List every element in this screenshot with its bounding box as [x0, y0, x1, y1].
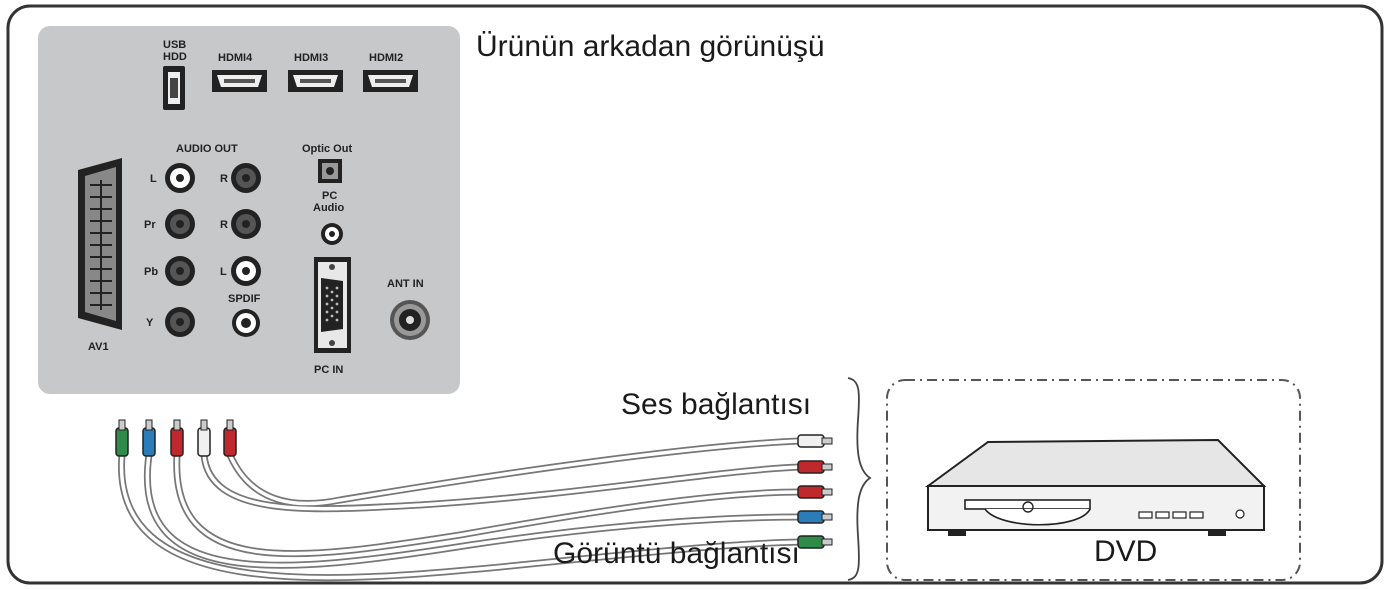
rca-r2-label: R	[220, 219, 228, 231]
hdmi3-port	[288, 70, 343, 92]
optic-out-label: Optic Out	[302, 143, 352, 155]
diagram-title: Ürünün arkadan görünüşü	[476, 30, 825, 63]
pc-audio-label: PC	[322, 190, 337, 202]
rca-y-label: Y	[146, 317, 154, 329]
rca-pb-label: Pb	[144, 266, 158, 278]
spdif-jack	[232, 309, 260, 337]
pc-audio-label-2: Audio	[313, 202, 344, 214]
right-plug-white	[797, 434, 833, 448]
left-plug-blue	[142, 419, 156, 457]
right-plug-blue	[797, 510, 833, 524]
hdmi4-label: HDMI4	[218, 52, 253, 64]
right-plug-green	[797, 535, 833, 549]
right-plug-red	[797, 485, 833, 499]
usb-label: USB	[163, 39, 186, 51]
rca-l-jack	[165, 163, 195, 193]
rca-pr-label: Pr	[144, 219, 156, 231]
hdmi4-port	[212, 70, 267, 92]
rca-l-label: L	[150, 173, 157, 185]
pc-in-label: PC IN	[314, 364, 343, 376]
usb-port	[163, 66, 185, 110]
rca-r-label: R	[220, 173, 228, 185]
left-plug-red-audio	[223, 419, 237, 457]
ant-in-jack	[390, 300, 430, 340]
right-plug-red-audio	[797, 460, 833, 474]
rca-r-jack	[231, 163, 261, 193]
rca-pb-jack	[165, 256, 195, 286]
left-plug-green	[115, 419, 129, 457]
video-connection-label: Görüntü bağlantısı	[553, 537, 800, 570]
rca-l2-label: L	[220, 266, 227, 278]
left-plug-red	[170, 419, 184, 457]
ant-in-label: ANT IN	[387, 278, 424, 290]
rca-r2-jack	[231, 209, 261, 239]
av1-label: AV1	[88, 341, 109, 353]
hdmi3-label: HDMI3	[294, 52, 328, 64]
dvd-box	[886, 379, 1301, 581]
brace-icon	[847, 377, 872, 581]
hdmi2-label: HDMI2	[369, 52, 403, 64]
left-plug-white	[197, 419, 211, 457]
scart-connector	[78, 158, 122, 330]
hdmi2-port	[363, 70, 418, 92]
tv-back-panel: USB HDD HDMI4 HDMI3 HDMI2 AUDIO OUT	[38, 26, 460, 394]
rca-pr-jack	[165, 209, 195, 239]
rca-l2-jack	[231, 256, 261, 286]
rca-y-jack	[165, 307, 195, 337]
dvd-player-icon	[924, 438, 1267, 536]
optic-out-port	[318, 159, 342, 183]
cable-bundle	[118, 437, 804, 582]
pc-audio-jack	[321, 223, 343, 245]
audio-connection-label: Ses bağlantısı	[621, 388, 811, 421]
vga-port	[314, 257, 351, 353]
audio-out-label: AUDIO OUT	[176, 143, 238, 155]
usb-label-2: HDD	[163, 51, 187, 63]
dvd-label: DVD	[1094, 535, 1157, 568]
spdif-label: SPDIF	[228, 293, 261, 305]
